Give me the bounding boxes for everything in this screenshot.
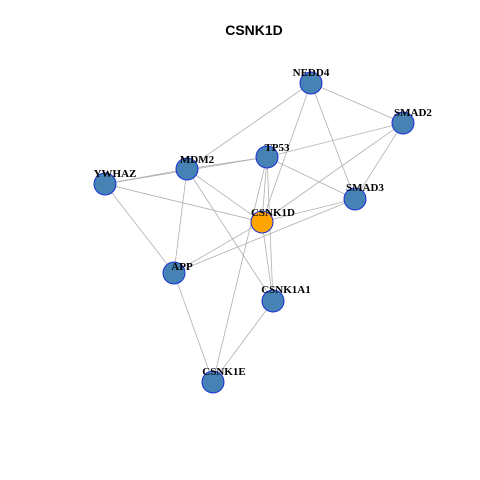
node-circle[interactable] xyxy=(255,145,279,169)
edge-csnk1d-csnk1a1 xyxy=(261,221,274,302)
node-ywhaz[interactable]: YWHAZ xyxy=(93,168,137,196)
node-label: MDM2 xyxy=(180,154,215,166)
edge-nedd4-smad2 xyxy=(310,82,404,124)
edge-nedd4-smad3 xyxy=(310,82,356,200)
node-csnk1a1[interactable]: CSNK1A1 xyxy=(261,284,311,313)
edge-tp53-csnk1e xyxy=(212,156,268,383)
node-label: APP xyxy=(171,261,193,273)
edge-ywhaz-csnk1d xyxy=(104,183,263,223)
edge-ywhaz-app xyxy=(104,183,175,274)
edge-mdm2-ywhaz xyxy=(104,168,188,185)
node-circle[interactable] xyxy=(201,370,225,394)
node-label: NEDD4 xyxy=(293,67,330,79)
edge-smad2-csnk1d xyxy=(261,122,404,223)
edge-smad3-app xyxy=(173,198,356,274)
node-label: CSNK1A1 xyxy=(261,284,311,296)
node-circle[interactable] xyxy=(250,210,274,234)
edge-smad2-tp53 xyxy=(266,122,404,158)
edge-csnk1a1-csnk1e xyxy=(212,300,274,383)
node-nedd4[interactable]: NEDD4 xyxy=(293,67,330,95)
node-label: SMAD3 xyxy=(346,182,384,194)
edge-nedd4-mdm2 xyxy=(186,82,312,170)
node-circle[interactable] xyxy=(175,157,199,181)
node-smad3[interactable]: SMAD3 xyxy=(343,182,384,211)
edge-mdm2-csnk1d xyxy=(186,168,263,223)
node-app[interactable]: APP xyxy=(162,261,193,285)
node-csnk1e[interactable]: CSNK1E xyxy=(201,366,246,394)
diagram-title: CSNK1D xyxy=(225,22,283,38)
edge-csnk1d-app xyxy=(173,221,263,274)
edge-tp53-mdm2 xyxy=(186,156,268,170)
node-label: CSNK1D xyxy=(251,207,295,219)
edge-smad3-csnk1d xyxy=(261,198,356,223)
node-label: YWHAZ xyxy=(94,168,137,180)
edge-mdm2-csnk1a1 xyxy=(186,168,274,302)
edge-smad2-smad3 xyxy=(354,122,404,200)
node-circle[interactable] xyxy=(299,71,323,95)
node-tp53[interactable]: TP53 xyxy=(255,142,290,169)
node-label: CSNK1E xyxy=(202,366,245,378)
edge-tp53-smad3 xyxy=(266,156,356,200)
node-mdm2[interactable]: MDM2 xyxy=(175,154,215,181)
node-csnk1d[interactable]: CSNK1D xyxy=(250,207,295,234)
node-circle[interactable] xyxy=(343,187,367,211)
edge-app-csnk1e xyxy=(173,272,214,383)
node-circle[interactable] xyxy=(162,261,186,285)
edge-layer xyxy=(104,82,404,383)
node-smad2[interactable]: SMAD2 xyxy=(391,107,432,135)
node-circle[interactable] xyxy=(391,111,415,135)
node-label: TP53 xyxy=(264,142,290,154)
node-circle[interactable] xyxy=(93,172,117,196)
edge-mdm2-app xyxy=(173,168,188,274)
node-label: SMAD2 xyxy=(394,107,432,119)
node-circle[interactable] xyxy=(261,289,285,313)
